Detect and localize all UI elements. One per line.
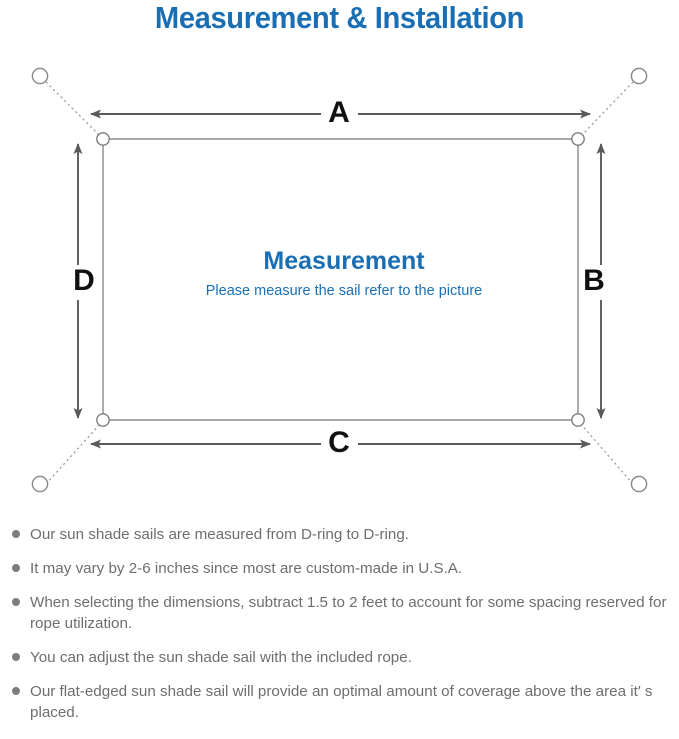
dimension-d-group: D [73, 143, 95, 419]
list-item: It may vary by 2-6 inches since most are… [0, 558, 679, 579]
note-text: Our flat-edged sun shade sail will provi… [30, 683, 653, 721]
rope-dotted-line-bottom-right [579, 422, 634, 485]
diagram-center-heading: Measurement [263, 247, 425, 275]
list-item: When selecting the dimensions, subtract … [0, 592, 679, 634]
bullet-icon [12, 687, 20, 695]
anchor-point-top-left [31, 67, 49, 85]
dimension-label-b: B [583, 264, 605, 297]
bullet-icon [12, 598, 20, 606]
bullet-icon [12, 530, 20, 538]
notes-list: Our sun shade sails are measured from D-… [0, 524, 679, 736]
dimension-a-group: A [90, 96, 591, 129]
note-text: Our sun shade sails are measured from D-… [30, 526, 409, 543]
anchor-point-bottom-left [31, 475, 49, 493]
dimension-c-group: C [90, 426, 591, 459]
anchor-point-bottom-right [630, 475, 648, 493]
list-item: Our sun shade sails are measured from D-… [0, 524, 679, 545]
bullet-icon [12, 653, 20, 661]
dimension-b-group: B [583, 143, 606, 419]
measurement-diagram: A C D B Measurement Please measure the s… [0, 52, 679, 514]
page-title: Measurement & Installation [154, 0, 525, 35]
dimension-label-c: C [328, 426, 350, 459]
list-item: Our flat-edged sun shade sail will provi… [0, 681, 679, 723]
bullet-icon [12, 564, 20, 572]
note-text: You can adjust the sun shade sail with t… [30, 649, 412, 666]
rope-dotted-line-group [45, 81, 634, 485]
d-ring-bottom-left [96, 413, 110, 427]
rope-dotted-line-top-left [45, 81, 102, 138]
anchor-point-group [31, 67, 648, 493]
note-text: When selecting the dimensions, subtract … [30, 594, 667, 632]
d-ring-top-right [571, 132, 585, 146]
list-item: You can adjust the sun shade sail with t… [0, 647, 679, 668]
d-ring-group [96, 132, 585, 427]
d-ring-top-left [96, 132, 110, 146]
dimension-label-d: D [73, 264, 95, 297]
diagram-center-subheading: Please measure the sail refer to the pic… [206, 283, 482, 299]
sail-rectangle [102, 138, 579, 421]
d-ring-bottom-right [571, 413, 585, 427]
note-text: It may vary by 2-6 inches since most are… [30, 560, 463, 577]
rope-dotted-line-top-right [579, 81, 634, 138]
anchor-point-top-right [630, 67, 648, 85]
rope-dotted-line-bottom-left [45, 422, 102, 485]
dimension-label-a: A [328, 96, 350, 129]
